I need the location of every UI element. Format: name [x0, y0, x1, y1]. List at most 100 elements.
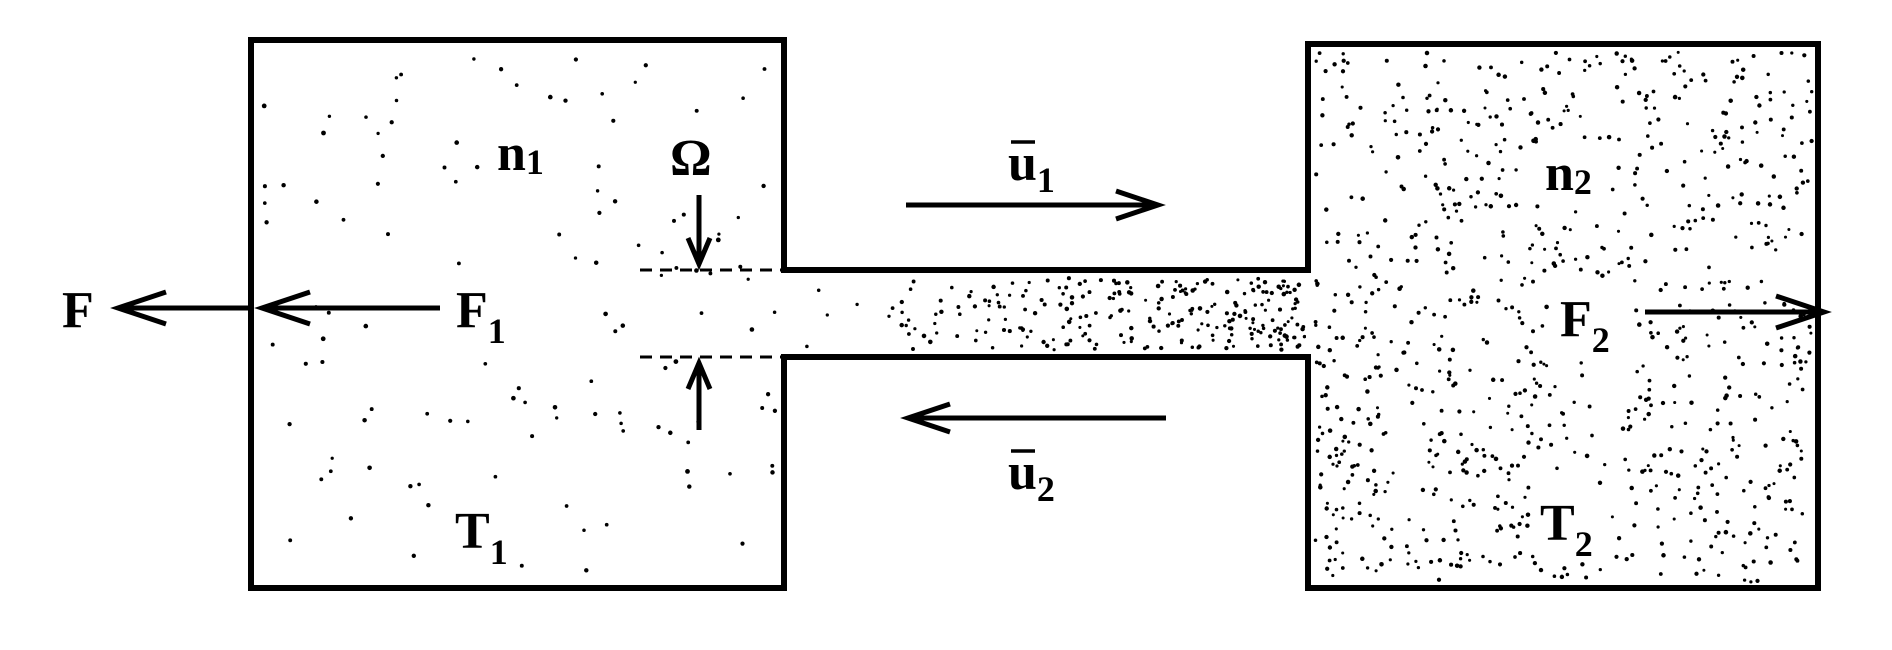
particle-dense: [1342, 434, 1348, 440]
particle-tube: [1127, 309, 1131, 313]
particle-dense: [1464, 470, 1469, 475]
particle-sparse: [426, 502, 431, 508]
particle-dense: [1342, 449, 1346, 453]
particle-dense: [1345, 292, 1351, 297]
particle-dense: [1708, 427, 1713, 432]
particle-dense: [1384, 58, 1389, 63]
particle-tube: [1286, 284, 1290, 289]
particle-sparse: [674, 265, 679, 270]
particle-dense: [1389, 257, 1394, 262]
particle-dense: [1395, 155, 1401, 160]
particle-dense: [1573, 450, 1577, 454]
particle-dense: [1781, 205, 1786, 211]
particle-dense: [1799, 366, 1804, 371]
particle-dense: [1754, 94, 1759, 100]
particle-dense: [1630, 552, 1635, 558]
particle-dense: [1517, 316, 1522, 320]
particle-dense: [1649, 232, 1654, 238]
particle-dense: [1753, 325, 1757, 329]
particle-dense: [1496, 494, 1500, 499]
particle-dense: [1407, 551, 1411, 555]
particle-dense: [1526, 485, 1531, 490]
particle-dense: [1570, 92, 1575, 96]
particle-dense: [1401, 95, 1405, 100]
particle-dense: [1637, 322, 1642, 327]
particle-dense: [1632, 66, 1637, 71]
particle-dense: [1749, 320, 1754, 325]
particle-dense: [1751, 559, 1756, 564]
particle-sparse: [448, 418, 453, 423]
particle-sparse: [770, 463, 775, 468]
particle-dense: [1687, 203, 1692, 208]
particle-dense: [1725, 519, 1730, 524]
particle-tube: [1041, 339, 1046, 345]
particle-sparse: [281, 182, 286, 188]
particle-dense: [1365, 231, 1370, 235]
particle-tube: [1286, 320, 1290, 324]
particle-dense: [1443, 260, 1448, 265]
particle-dense: [1530, 403, 1534, 407]
particle-tube: [950, 285, 954, 290]
particle-dense: [1431, 465, 1435, 469]
particle-dense: [1324, 534, 1329, 540]
particle-dense: [1718, 141, 1723, 146]
particle-dense: [1357, 240, 1362, 245]
particle-dense: [1789, 115, 1794, 120]
particle-dense: [1652, 106, 1657, 110]
particle-dense: [1331, 142, 1336, 147]
particle-dense: [1584, 575, 1589, 580]
particle-dense: [1526, 440, 1531, 445]
particle-tube: [1295, 300, 1300, 304]
particle-dense: [1464, 176, 1469, 182]
particle-tube: [1066, 276, 1071, 281]
particle-tube: [1066, 319, 1072, 325]
particle-tube: [1184, 287, 1188, 291]
particle-dense: [1725, 164, 1731, 169]
particle-dense: [1516, 463, 1520, 468]
particle-dense: [1404, 108, 1409, 112]
particle-sparse: [761, 183, 766, 189]
particle-dense: [1633, 407, 1638, 411]
particle-tube: [1210, 333, 1215, 338]
particle-dense: [1677, 488, 1681, 492]
particle-sparse: [633, 80, 637, 84]
particle-dense: [1578, 114, 1582, 118]
particle-dense: [1360, 196, 1365, 201]
particle-sparse: [708, 271, 713, 276]
particle-dense: [1424, 538, 1429, 543]
particle-dense: [1770, 239, 1774, 243]
particle-tube: [1010, 281, 1015, 285]
particle-dense: [1715, 203, 1721, 208]
particle-dense: [1383, 119, 1387, 123]
particle-dense: [1783, 154, 1787, 159]
particle-tube: [1279, 286, 1283, 291]
particle-dense: [1727, 303, 1732, 307]
particle-dense: [1341, 439, 1345, 443]
particle-dense: [1316, 344, 1321, 350]
particle-dense: [1415, 361, 1419, 366]
particle-dense: [1713, 134, 1718, 140]
particle-dense: [1365, 566, 1370, 570]
particle-dense: [1684, 247, 1689, 252]
particle-sparse: [394, 98, 399, 103]
particle-dense: [1672, 94, 1678, 100]
particle-sparse: [694, 108, 699, 113]
particle-dense: [1722, 134, 1727, 139]
particle-dense: [1565, 572, 1570, 577]
particle-dense: [1535, 120, 1541, 125]
particle-dense: [1779, 362, 1784, 368]
particle-dense: [1799, 449, 1803, 453]
particle-dense: [1451, 519, 1456, 524]
particle-tube: [1157, 329, 1161, 333]
particle-sparse: [319, 477, 324, 482]
particle-dense: [1710, 217, 1715, 222]
particle-sparse: [772, 310, 777, 314]
particle-dense: [1676, 50, 1680, 54]
particle-dense: [1695, 491, 1700, 496]
particle-dense: [1368, 421, 1373, 427]
particle-dense: [1562, 566, 1567, 571]
particle-dense: [1325, 240, 1329, 245]
particle-sparse: [552, 405, 558, 410]
particle-dense: [1734, 235, 1738, 239]
